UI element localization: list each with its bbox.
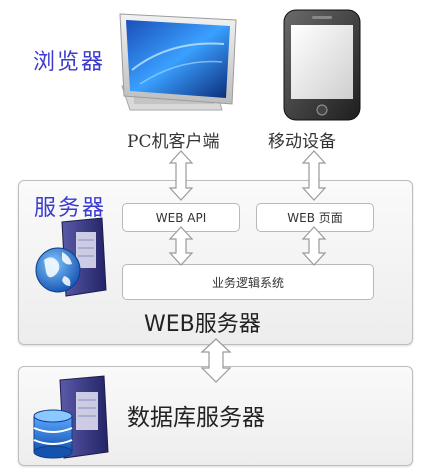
business-logic-box: 业务逻辑系统 [122, 264, 374, 300]
mobile-device-label: 移动设备 [268, 132, 336, 152]
browser-label: 浏览器 [33, 50, 106, 75]
database-server-label: 数据库服务器 [127, 405, 265, 431]
pc-client-label: PC机客户端 [127, 132, 220, 152]
server-group-label: 服务器 [34, 196, 107, 221]
web-api-box: WEB API [122, 203, 240, 232]
web-page-box: WEB 页面 [256, 203, 374, 232]
web-server-label: WEB服务器 [144, 312, 261, 337]
